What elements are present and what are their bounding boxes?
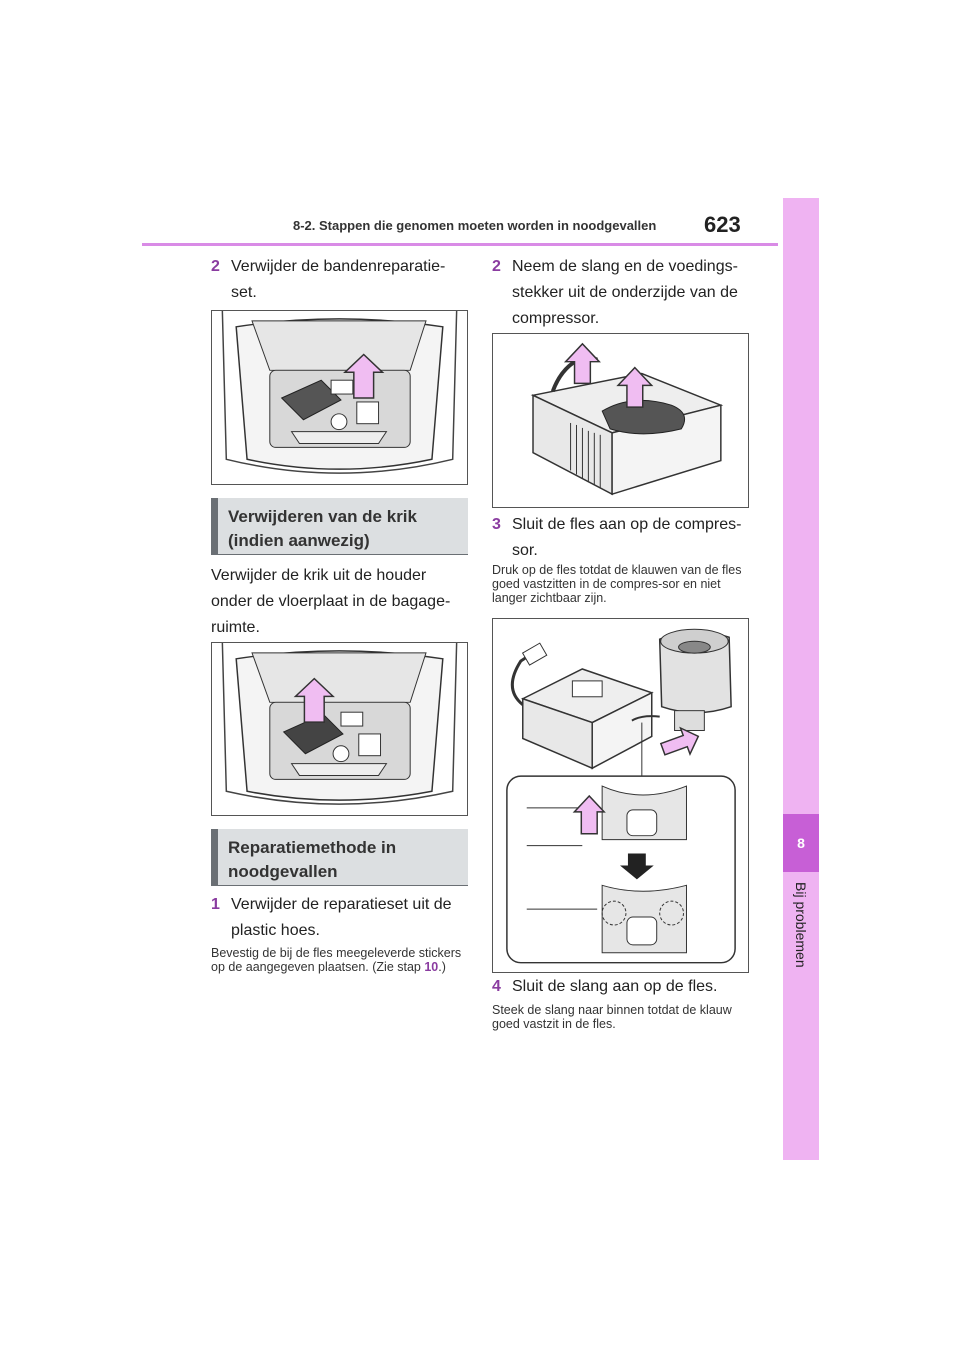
section-heading-remove-jack: Verwijderen van de krik (indien aanwezig… (211, 498, 468, 555)
step-text: Verwijder de reparatieset uit de plastic… (231, 896, 452, 939)
step-take-hose: 2 Neem de slang en de voedings-stekker u… (492, 254, 754, 332)
step-text: Sluit de slang aan op de fles. (512, 978, 718, 995)
chapter-side-bar (783, 198, 819, 1160)
step-number: 2 (492, 258, 501, 275)
chapter-title-tab[interactable]: Bij problemen (793, 882, 809, 968)
figure-trunk-repair-kit (211, 310, 468, 485)
step-text: Verwijder de bandenreparatie-set. (231, 258, 446, 301)
figure-bottle-compressor (492, 618, 749, 973)
header-rule (142, 243, 778, 246)
bottle-compressor-illustration (493, 619, 748, 972)
figure-trunk-jack (211, 642, 468, 816)
step-number: 1 (211, 896, 220, 913)
step-remove-from-cover: 1 Verwijder de reparatieset uit de plast… (211, 892, 471, 944)
running-header: 8-2. Stappen die genomen moeten worden i… (293, 218, 657, 233)
step-connect-bottle: 3 Sluit de fles aan op de compres-sor. (492, 512, 754, 564)
trunk-illustration (212, 311, 467, 484)
step-text: Sluit de fles aan op de compres-sor. (512, 516, 742, 559)
step-text: Neem de slang en de voedings-stekker uit… (512, 258, 738, 327)
step-reference[interactable]: 10 (424, 960, 439, 974)
step-connect-hose: 4 Sluit de slang aan op de fles. (492, 974, 754, 1000)
note-press-bottle: Druk op de fles totdat de klauwen van de… (492, 563, 742, 605)
figure-compressor-hose (492, 333, 749, 508)
step-number: 2 (211, 258, 220, 275)
step-remove-repair-kit: 2 Verwijder de bandenreparatie-set. (211, 254, 471, 306)
note-stickers: Bevestig de bij de fles meegeleverde sti… (211, 946, 469, 974)
chapter-number-tab[interactable]: 8 (783, 814, 819, 872)
compressor-illustration (493, 334, 748, 507)
note-insert-hose: Steek de slang naar binnen totdat de kla… (492, 1003, 732, 1031)
step-number: 3 (492, 516, 501, 533)
step-number: 4 (492, 978, 501, 995)
trunk-jack-illustration (212, 643, 467, 815)
note-text: Bevestig de bij de fles meegeleverde sti… (211, 946, 462, 974)
page-number: 623 (704, 212, 741, 237)
note-text-end: .) (438, 960, 446, 974)
section-heading-repair-method: Reparatiemethode in noodgevallen (211, 829, 468, 886)
paragraph-remove-jack: Verwijder de krik uit de houder onder de… (211, 567, 451, 636)
